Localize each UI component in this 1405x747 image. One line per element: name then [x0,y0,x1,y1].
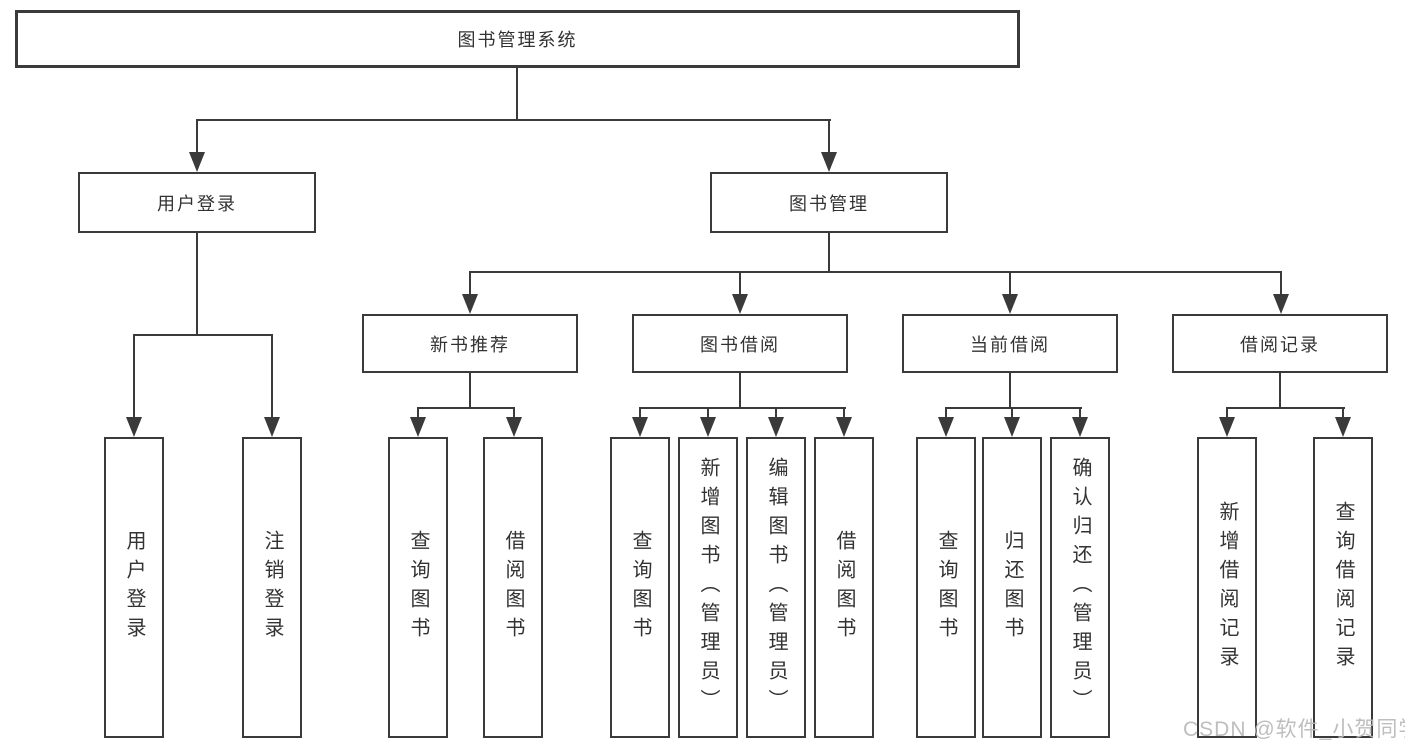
connector-newbook-drop-1 [417,407,419,419]
arrowhead-down-icon [189,152,205,172]
leaf-borrow-books-2: 借阅图书 [814,437,874,738]
connector-borrow-drop-1 [639,407,641,419]
arrowhead-down-icon [768,417,784,437]
connector-borrow-bar [639,407,846,409]
arrowhead-down-icon [264,417,280,437]
leaf-confirm-return-admin: 确认归还（管理员） [1050,437,1110,738]
arrowhead-down-icon [700,417,716,437]
connector-userlogin-drop-2 [271,334,273,420]
connector-borrow-drop-4 [843,407,845,419]
leaf-user-login: 用户登录 [104,437,164,738]
connector-root-drop-right [828,119,830,157]
connector-current-drop-1 [945,407,947,419]
arrowhead-down-icon [410,417,426,437]
connector-current-drop-2 [1011,407,1013,419]
connector-userlogin-drop-1 [133,334,135,420]
node-book-borrow: 图书借阅 [632,314,848,373]
connector-current-stem [1009,373,1011,408]
connector-bookmgmt-drop-2 [739,271,741,297]
connector-records-stem [1279,373,1281,408]
leaf-query-books-3: 查询图书 [916,437,976,738]
arrowhead-down-icon [1004,417,1020,437]
leaf-add-borrow-record: 新增借阅记录 [1197,437,1257,738]
arrowhead-down-icon [462,294,478,314]
node-new-book-recommend: 新书推荐 [362,314,578,373]
leaf-return-books: 归还图书 [982,437,1042,738]
arrowhead-down-icon [506,417,522,437]
arrowhead-down-icon [732,294,748,314]
connector-borrow-drop-2 [707,407,709,419]
connector-root-stem [516,68,518,120]
leaf-logout: 注销登录 [242,437,302,738]
arrowhead-down-icon [1273,294,1289,314]
arrowhead-down-icon [632,417,648,437]
leaf-query-books-1: 查询图书 [388,437,448,738]
connector-current-drop-3 [1079,407,1081,419]
connector-newbook-drop-2 [513,407,515,419]
connector-userlogin-stem [196,233,198,336]
arrowhead-down-icon [938,417,954,437]
connector-root-bar [196,119,831,121]
leaf-borrow-books-1: 借阅图书 [483,437,543,738]
connector-borrow-drop-3 [775,407,777,419]
arrowhead-down-icon [1219,417,1235,437]
arrowhead-down-icon [821,152,837,172]
connector-borrow-stem [739,373,741,408]
leaf-query-borrow-record: 查询借阅记录 [1313,437,1373,738]
leaf-edit-books-admin: 编辑图书（管理员） [746,437,806,738]
connector-records-bar [1226,407,1345,409]
connector-bookmgmt-drop-1 [469,271,471,297]
arrowhead-down-icon [1002,294,1018,314]
connector-userlogin-bar [133,334,273,336]
node-borrow-records: 借阅记录 [1172,314,1388,373]
connector-root-drop-left [196,119,198,157]
arrowhead-down-icon [126,417,142,437]
connector-newbook-bar [417,407,515,409]
connector-bookmgmt-bar [469,271,1282,273]
connector-current-bar [945,407,1082,409]
connector-newbook-stem [469,373,471,408]
connector-records-drop-1 [1226,407,1228,419]
node-root-library-system: 图书管理系统 [15,10,1020,68]
leaf-add-books-admin: 新增图书（管理员） [678,437,738,738]
arrowhead-down-icon [836,417,852,437]
node-book-management: 图书管理 [710,172,948,233]
arrowhead-down-icon [1072,417,1088,437]
connector-bookmgmt-drop-3 [1009,271,1011,297]
leaf-query-books-2: 查询图书 [610,437,670,738]
node-user-login: 用户登录 [78,172,316,233]
node-current-borrow: 当前借阅 [902,314,1118,373]
arrowhead-down-icon [1335,417,1351,437]
csdn-watermark: CSDN @软件_小贺同学 [1183,718,1405,741]
connector-records-drop-2 [1342,407,1344,419]
connector-bookmgmt-drop-4 [1280,271,1282,297]
connector-bookmgmt-stem [828,233,830,272]
